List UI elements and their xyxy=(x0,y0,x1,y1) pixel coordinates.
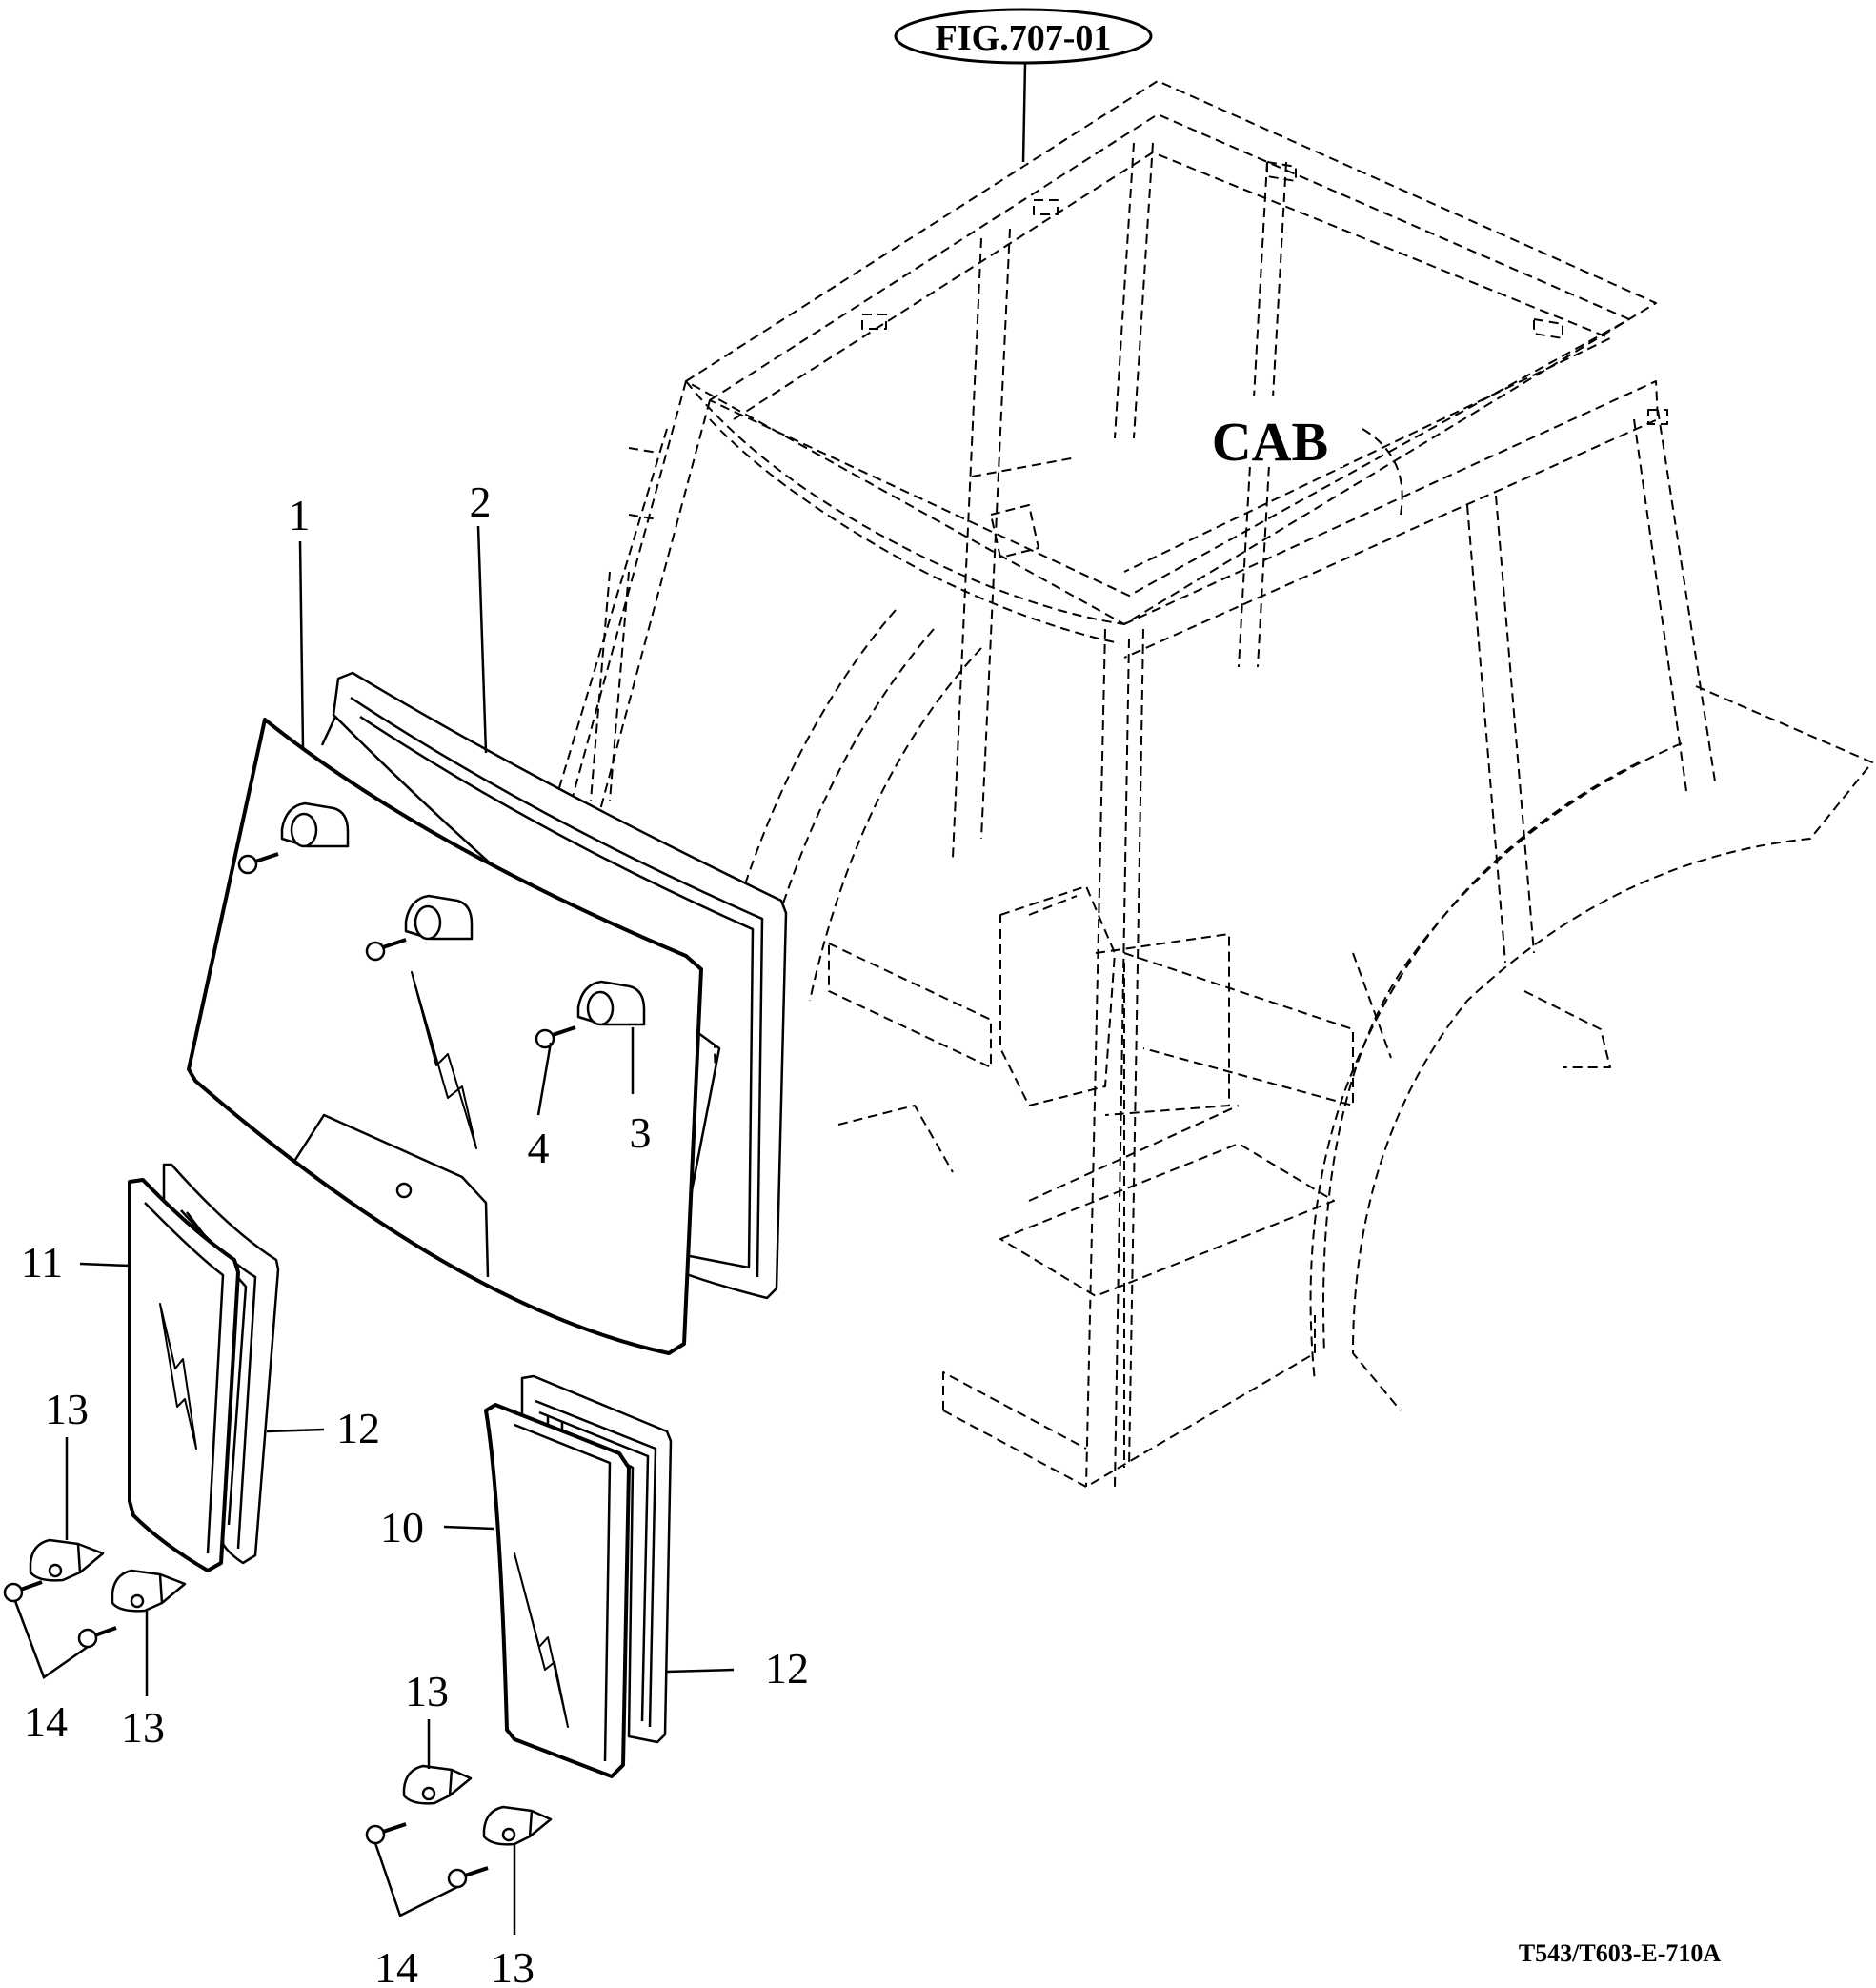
windshield-screw xyxy=(237,852,279,875)
callout-11: 11 xyxy=(21,1238,63,1287)
cab-label: CAB xyxy=(1212,411,1328,473)
cab-label-bg xyxy=(1186,396,1343,467)
windshield-bracket xyxy=(280,801,350,848)
callout-13-top-left: 13 xyxy=(45,1385,89,1433)
callout-10: 10 xyxy=(380,1503,424,1552)
glass-clamp-block xyxy=(29,1538,105,1582)
windshield-screw xyxy=(365,938,407,962)
drawing-code: T543/T603-E-710A xyxy=(1519,1939,1722,1967)
windshield-glass xyxy=(187,718,703,1355)
glass-clamp-block xyxy=(482,1805,553,1846)
callout-4: 4 xyxy=(528,1124,550,1172)
callout-3: 3 xyxy=(630,1108,652,1157)
clamp-screw xyxy=(77,1626,117,1649)
clamp-screw xyxy=(365,1822,407,1845)
leader-lines xyxy=(13,525,735,1935)
callout-1: 1 xyxy=(289,491,311,539)
clamp-screw xyxy=(3,1580,43,1603)
callout-2: 2 xyxy=(470,477,492,526)
callout-14-center: 14 xyxy=(374,1943,418,1988)
callout-12-center: 12 xyxy=(765,1644,809,1693)
center-side-glass xyxy=(484,1403,631,1778)
callout-13-bottom-left: 13 xyxy=(121,1703,165,1752)
glass-clamp-block xyxy=(111,1569,187,1613)
callout-14-left: 14 xyxy=(24,1697,68,1746)
callout-13-bottom-center: 13 xyxy=(491,1943,535,1988)
callout-13-top-center: 13 xyxy=(405,1667,449,1715)
figure-id-text: FIG.707-01 xyxy=(936,18,1112,58)
windshield-bracket xyxy=(404,894,474,941)
glass-clamp-block xyxy=(402,1764,473,1805)
windshield-screw xyxy=(535,1025,576,1049)
figure-reference: FIG.707-01 xyxy=(894,8,1153,163)
clamp-screw xyxy=(447,1866,489,1889)
left-side-glass xyxy=(128,1178,240,1572)
windshield-bracket xyxy=(576,980,646,1026)
callout-12-left: 12 xyxy=(336,1404,380,1452)
